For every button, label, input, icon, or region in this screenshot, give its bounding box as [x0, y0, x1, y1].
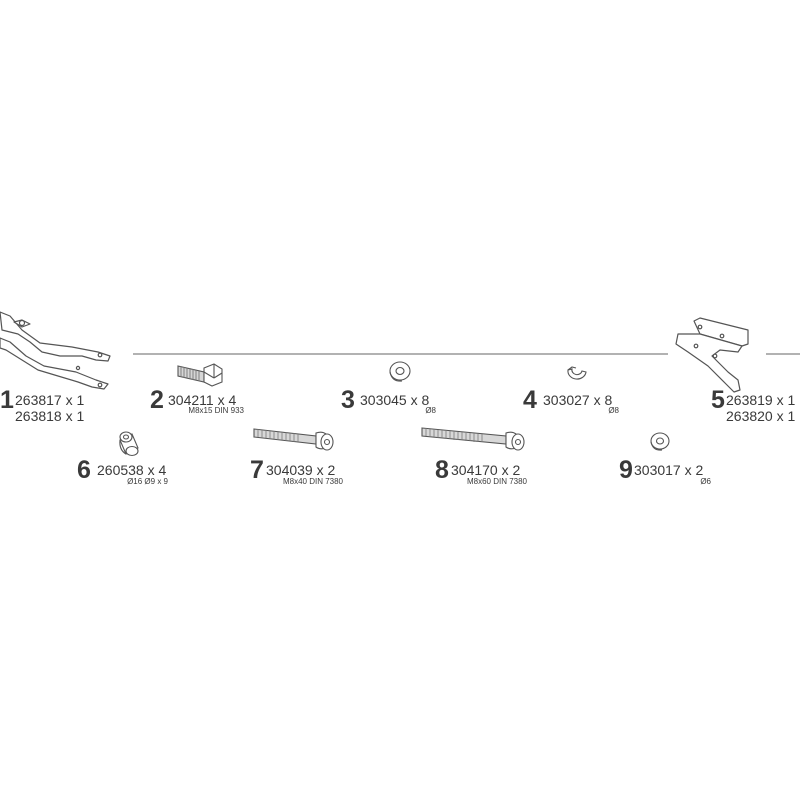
part-number: 9	[619, 456, 633, 484]
part-code: 303045 x 8	[360, 392, 430, 408]
part-number: 2	[150, 386, 164, 414]
part-spec: Ø8	[425, 406, 436, 415]
part-number: 8	[435, 456, 449, 484]
part-number: 5	[711, 386, 725, 414]
part-number: 7	[250, 456, 264, 484]
small-washer-illustration	[650, 432, 670, 451]
washer-illustration	[389, 361, 411, 382]
part-code: 260538 x 4	[97, 462, 167, 478]
part-code: 263820 x 1	[726, 408, 796, 424]
part-number: 4	[523, 386, 537, 414]
part-code: 303027 x 8	[543, 392, 613, 408]
part-spec: M8x60 DIN 7380	[466, 477, 527, 486]
part-code: 304039 x 2	[266, 462, 336, 478]
part-spec: Ø16 Ø9 x 9	[127, 477, 168, 486]
hex-bolt-illustration	[177, 363, 223, 387]
part-code: 263817 x 1	[15, 392, 85, 408]
bracket-left-illustration	[0, 311, 111, 390]
part-code: 263818 x 1	[15, 408, 85, 424]
part-spec: M8x40 DIN 7380	[282, 477, 343, 486]
part-number: 3	[341, 386, 355, 414]
socket-bolt-short-illustration	[253, 428, 334, 451]
spring-washer-illustration	[567, 366, 587, 380]
part-code: 304211 x 4	[168, 392, 237, 408]
bracket-right-illustration	[675, 317, 749, 393]
part-code: 263819 x 1	[726, 392, 796, 408]
part-code: 303017 x 2	[634, 462, 704, 478]
part-number: 6	[77, 456, 91, 484]
part-number: 1	[0, 386, 14, 414]
part-spec: Ø8	[608, 406, 619, 415]
part-code: 304170 x 2	[451, 462, 521, 478]
spacer-illustration	[119, 431, 139, 457]
part-spec: M8x15 DIN 933	[188, 406, 244, 415]
socket-bolt-long-illustration	[421, 427, 525, 451]
part-spec: Ø6	[700, 477, 711, 486]
